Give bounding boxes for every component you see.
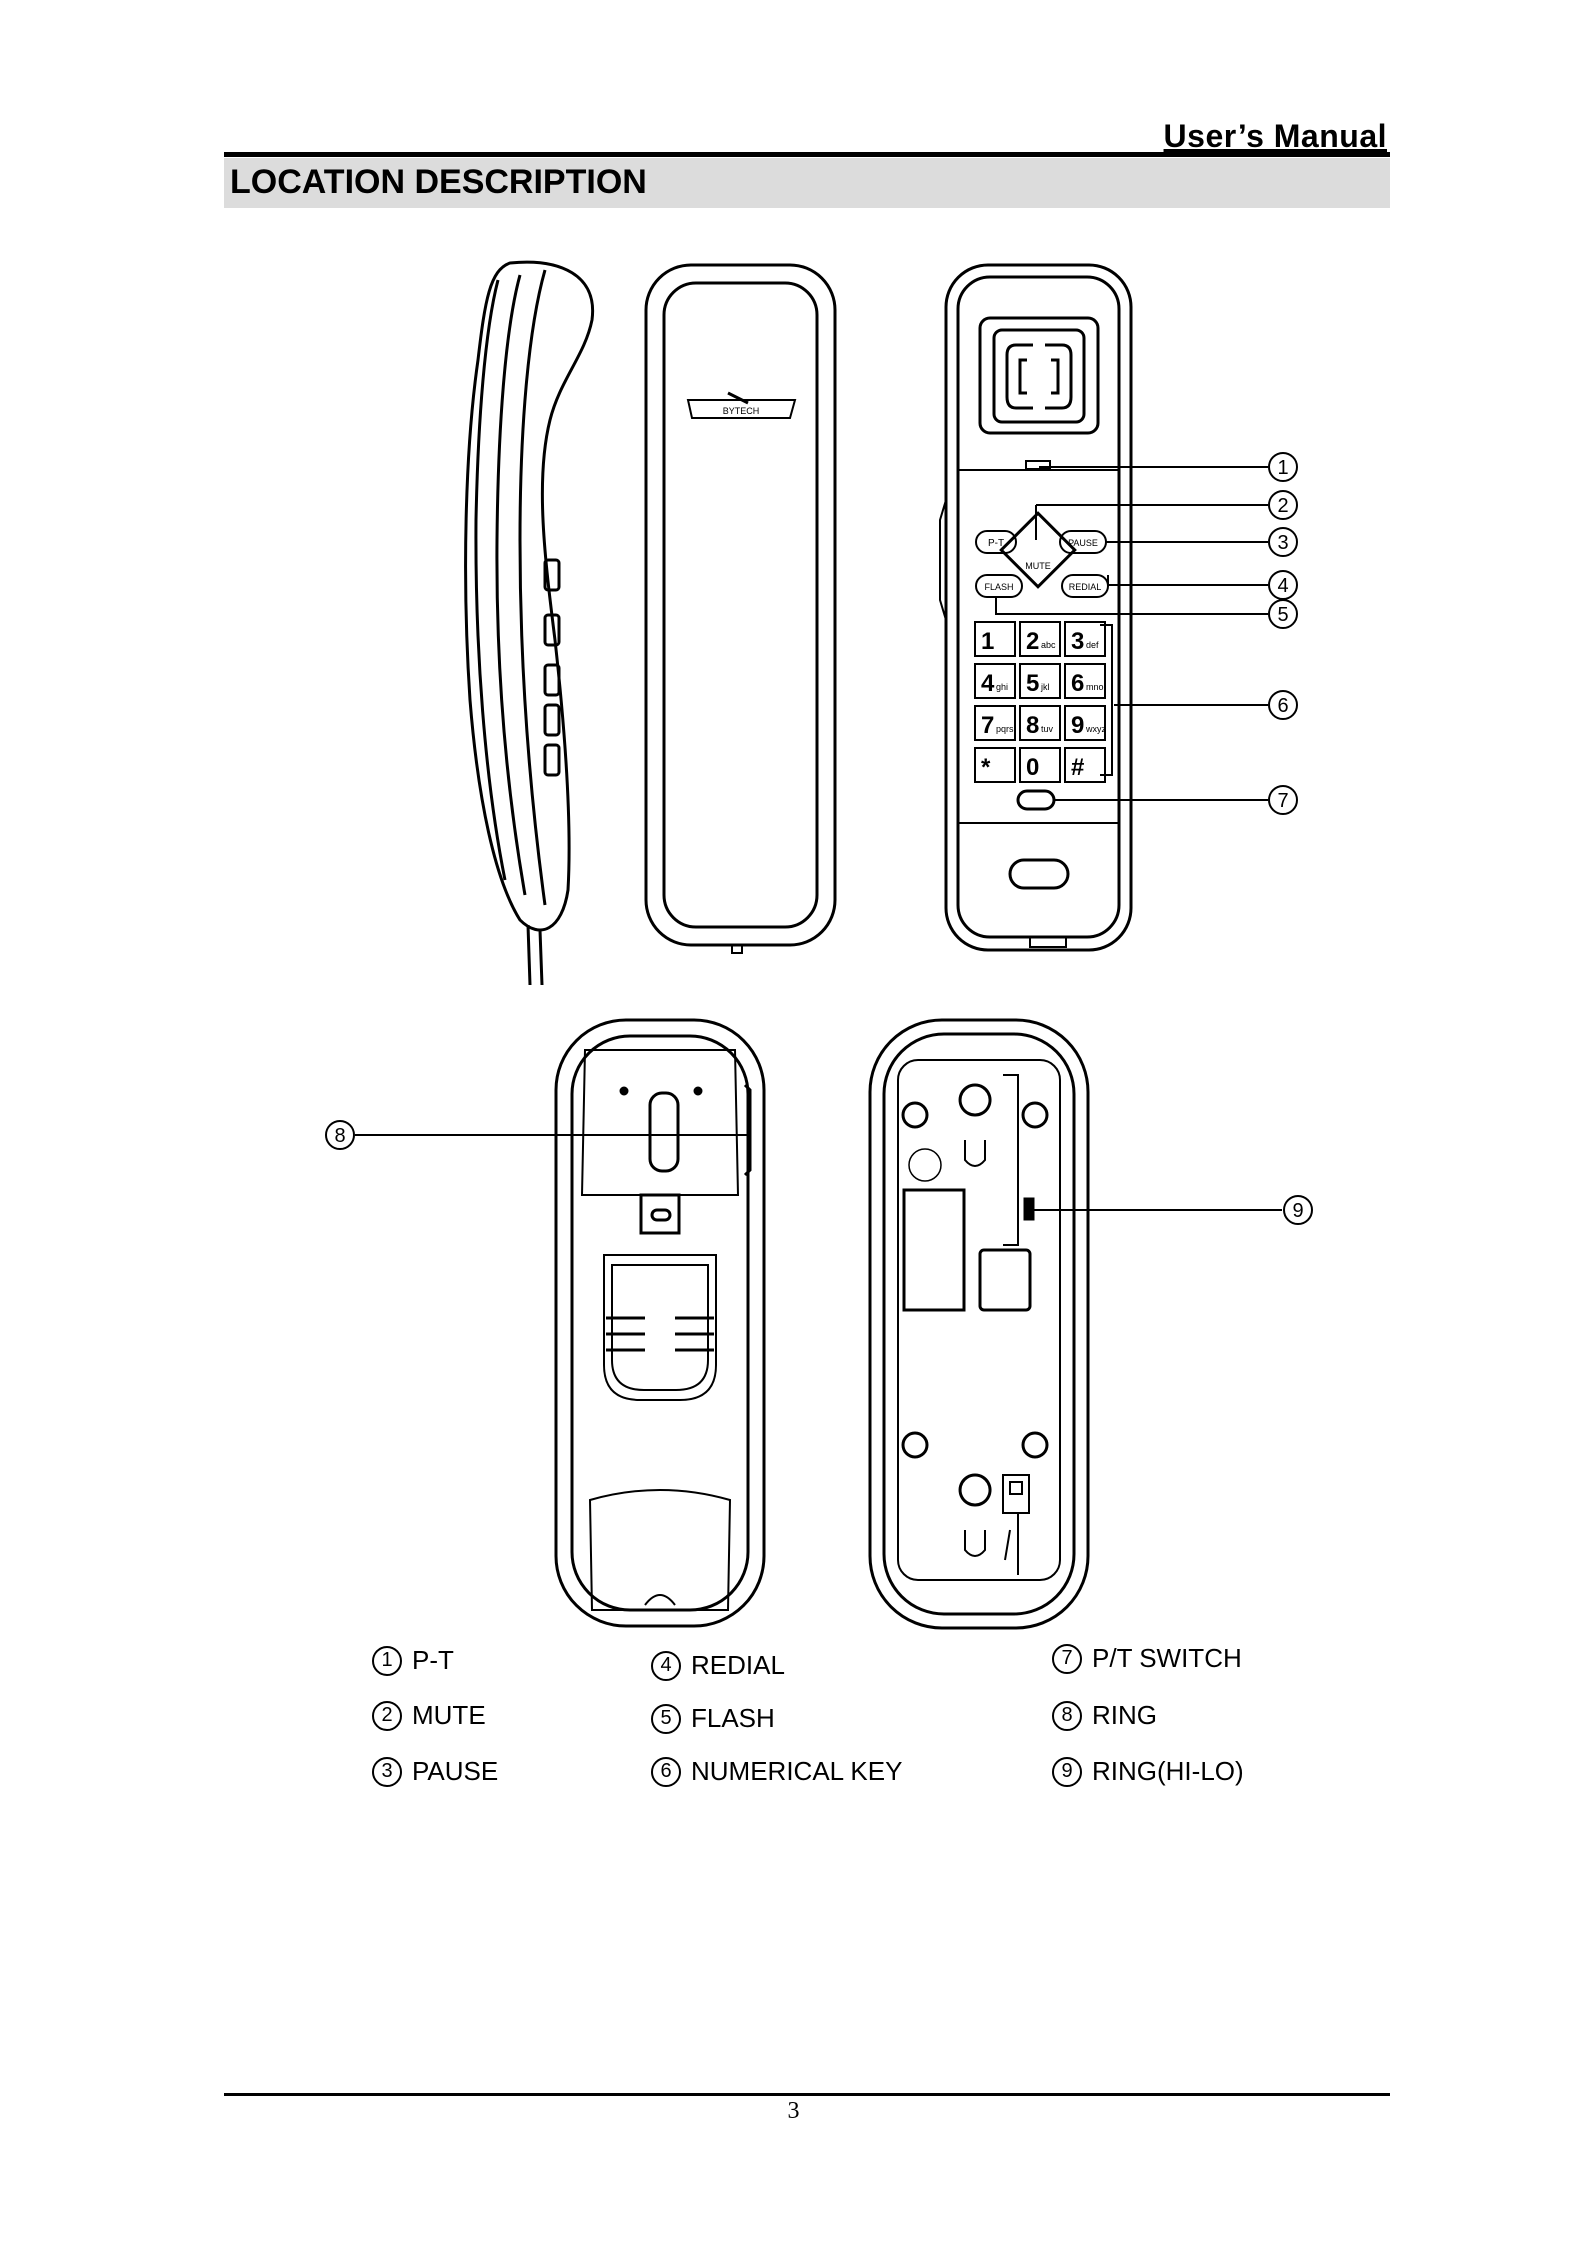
- key-3-letters: def: [1086, 640, 1099, 650]
- callout-4-number: 4: [1277, 575, 1288, 597]
- legend-number: 1: [372, 1646, 402, 1676]
- key-1-digit: 1: [981, 628, 994, 655]
- legend-item-mute: 2 MUTE: [372, 1700, 486, 1731]
- key-*-digit: *: [981, 754, 991, 781]
- brand-label: BYTECH: [723, 406, 760, 416]
- legend-item-pt-switch: 7 P/T SWITCH: [1052, 1643, 1242, 1674]
- legend-item-ring: 8 RING: [1052, 1700, 1157, 1731]
- callout-1-number: 1: [1277, 457, 1288, 479]
- legend-item-ring-hi-lo: 9 RING(HI-LO): [1052, 1756, 1244, 1787]
- redial-key-label: REDIAL: [1069, 582, 1102, 592]
- key-0-digit: 0: [1026, 754, 1039, 781]
- flash-key-label: FLASH: [984, 582, 1013, 592]
- legend-label: FLASH: [691, 1703, 775, 1734]
- legend-label: MUTE: [412, 1700, 486, 1731]
- key-8-letters: tuv: [1041, 724, 1054, 734]
- callout-8-number: 8: [334, 1125, 345, 1147]
- legend-label: REDIAL: [691, 1650, 785, 1681]
- legend-number: 6: [651, 1757, 681, 1787]
- mute-key-label: MUTE: [1025, 561, 1051, 571]
- legend-label: P/T SWITCH: [1092, 1643, 1242, 1674]
- legend-number: 8: [1052, 1701, 1082, 1731]
- handset-front-view: [940, 265, 1131, 950]
- legend-item-numerical-key: 6 NUMERICAL KEY: [651, 1756, 902, 1787]
- handset-back-view: [646, 265, 835, 953]
- legend-label: RING(HI-LO): [1092, 1756, 1244, 1787]
- callout-2-number: 2: [1277, 495, 1288, 517]
- key-9-digit: 9: [1071, 712, 1084, 739]
- callout-3-number: 3: [1277, 532, 1288, 554]
- legend-item-pause: 3 PAUSE: [372, 1756, 498, 1787]
- pause-key-label: PAUSE: [1068, 538, 1098, 548]
- key-5-letters: jkl: [1040, 682, 1050, 692]
- key-7-digit: 7: [981, 712, 994, 739]
- pt-key-label: P-T: [988, 538, 1004, 549]
- key-5-digit: 5: [1026, 670, 1039, 697]
- base-front-view: [556, 1020, 764, 1626]
- key-4-digit: 4: [981, 670, 995, 697]
- callout-5-number: 5: [1277, 604, 1288, 626]
- legend-label: PAUSE: [412, 1756, 498, 1787]
- callout-6-number: 6: [1277, 695, 1288, 717]
- callout-9-number: 9: [1292, 1200, 1303, 1222]
- key-8-digit: 8: [1026, 712, 1039, 739]
- legend-item-redial: 4 REDIAL: [651, 1650, 785, 1681]
- callout-markers: 1 2 3 4 5 6 7 8 9: [326, 453, 1312, 1224]
- key-2-letters: abc: [1041, 640, 1056, 650]
- legend-label: RING: [1092, 1700, 1157, 1731]
- callout-7-number: 7: [1277, 790, 1288, 812]
- legend-label: NUMERICAL KEY: [691, 1756, 902, 1787]
- legend-number: 9: [1052, 1757, 1082, 1787]
- legend-item-pt: 1 P-T: [372, 1645, 454, 1676]
- legend-number: 5: [651, 1704, 681, 1734]
- legend-number: 2: [372, 1701, 402, 1731]
- key-6-digit: 6: [1071, 670, 1084, 697]
- legend-item-flash: 5 FLASH: [651, 1703, 775, 1734]
- legend-number: 4: [651, 1651, 681, 1681]
- key-2-digit: 2: [1026, 628, 1039, 655]
- legend-number: 3: [372, 1757, 402, 1787]
- key-3-digit: 3: [1071, 628, 1084, 655]
- key-#-digit: #: [1071, 754, 1084, 781]
- key-6-letters: mno: [1086, 682, 1104, 692]
- legend-label: P-T: [412, 1645, 454, 1676]
- base-back-view: [870, 1020, 1088, 1628]
- legend-number: 7: [1052, 1644, 1082, 1674]
- key-9-letters: wxyz: [1085, 724, 1106, 734]
- key-4-letters: ghi: [996, 682, 1008, 692]
- footer-rule: [224, 2093, 1390, 2096]
- handset-side-view: [466, 262, 593, 985]
- key-7-letters: pqrs: [996, 724, 1014, 734]
- page-number: 3: [0, 2098, 1587, 2125]
